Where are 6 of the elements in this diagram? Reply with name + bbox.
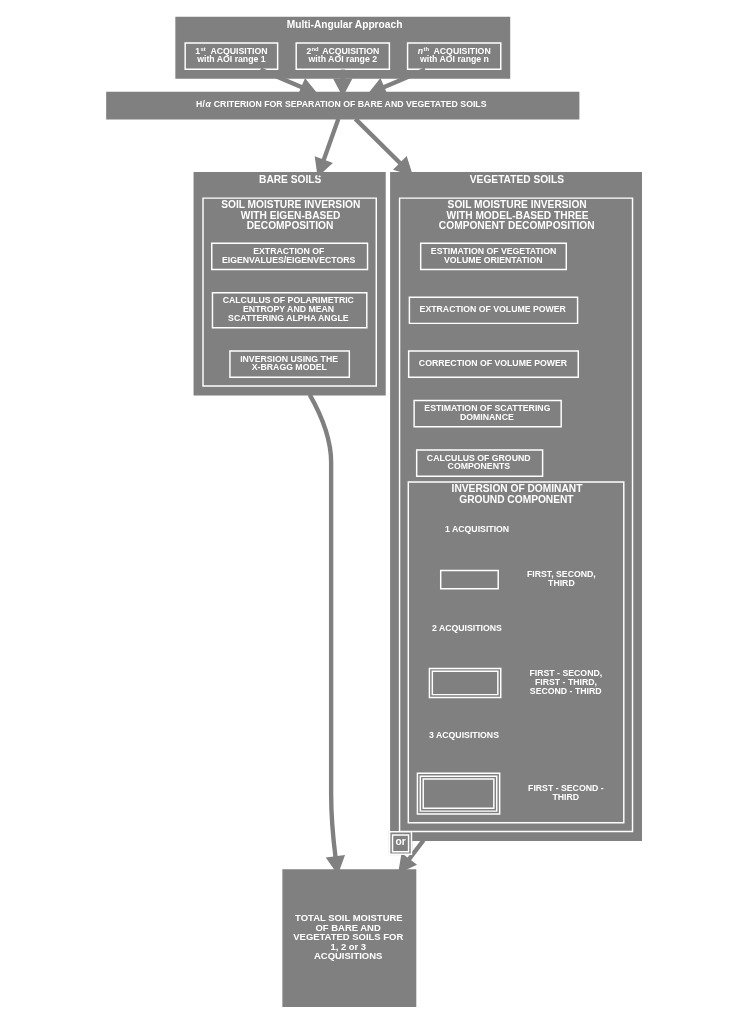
node-label: FIRST - SECOND - THIRD bbox=[527, 783, 604, 802]
node-label: FIRST, SECOND, THIRD bbox=[526, 569, 596, 588]
node-text: 3 ACQUISITIONS bbox=[428, 730, 499, 741]
node-label: FIRST - SECOND, FIRST - THIRD, SECOND - THIRD bbox=[529, 668, 602, 696]
node-text: 1 ACQUISITION bbox=[444, 523, 509, 534]
node-text: 2 ACQUISITIONS bbox=[431, 622, 502, 633]
